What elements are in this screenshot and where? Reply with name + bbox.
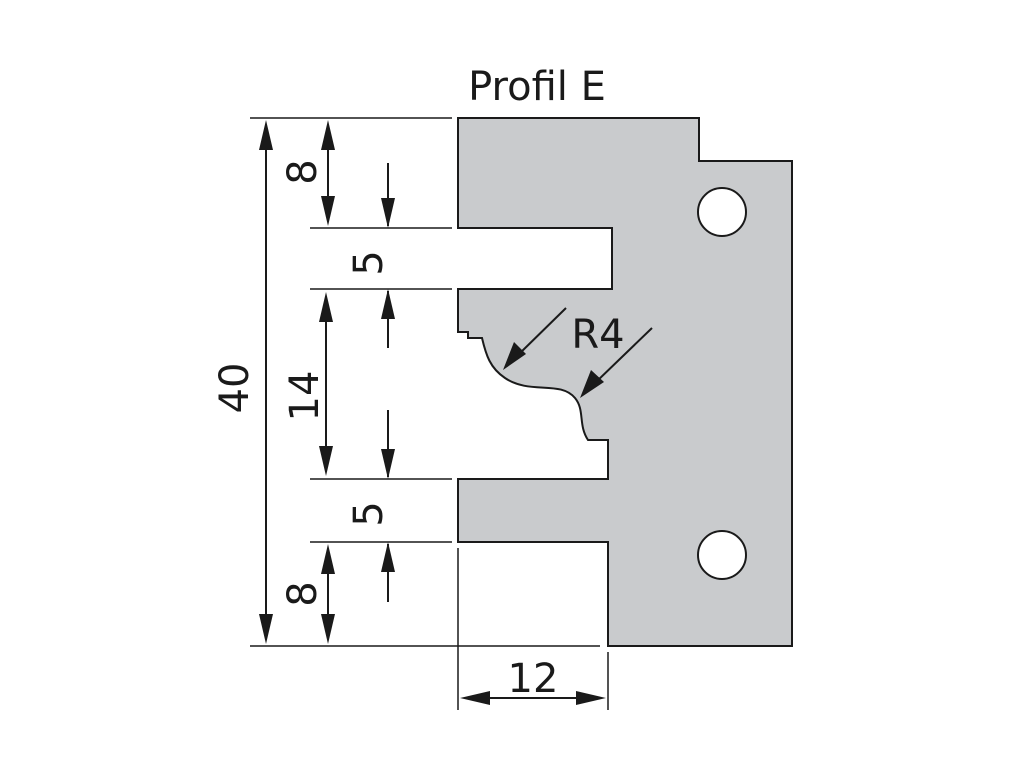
label-depth: 12 bbox=[508, 656, 559, 702]
dimension-overall-height bbox=[259, 120, 273, 644]
label-overall-height: 40 bbox=[212, 363, 258, 414]
label-upper-groove: 5 bbox=[346, 250, 392, 275]
dimension-bottom-margin bbox=[321, 544, 335, 644]
dimension-lower-groove bbox=[381, 410, 395, 602]
dimension-top-margin bbox=[321, 120, 335, 226]
mounting-hole-top bbox=[697, 187, 747, 237]
dimension-upper-groove bbox=[381, 163, 395, 348]
label-top-margin: 8 bbox=[280, 159, 326, 184]
dimension-depth bbox=[460, 691, 606, 705]
dimension-profile-height bbox=[319, 292, 333, 476]
blade-body bbox=[457, 117, 793, 647]
label-lower-groove: 5 bbox=[346, 501, 392, 526]
label-radius: R4 bbox=[571, 312, 624, 358]
profile-title: Profil E bbox=[468, 64, 606, 110]
label-profile-height: 14 bbox=[282, 371, 328, 422]
extension-lines bbox=[250, 117, 609, 710]
mounting-hole-bottom bbox=[697, 530, 747, 580]
label-bottom-margin: 8 bbox=[280, 581, 326, 606]
radius-leaders bbox=[503, 307, 653, 398]
